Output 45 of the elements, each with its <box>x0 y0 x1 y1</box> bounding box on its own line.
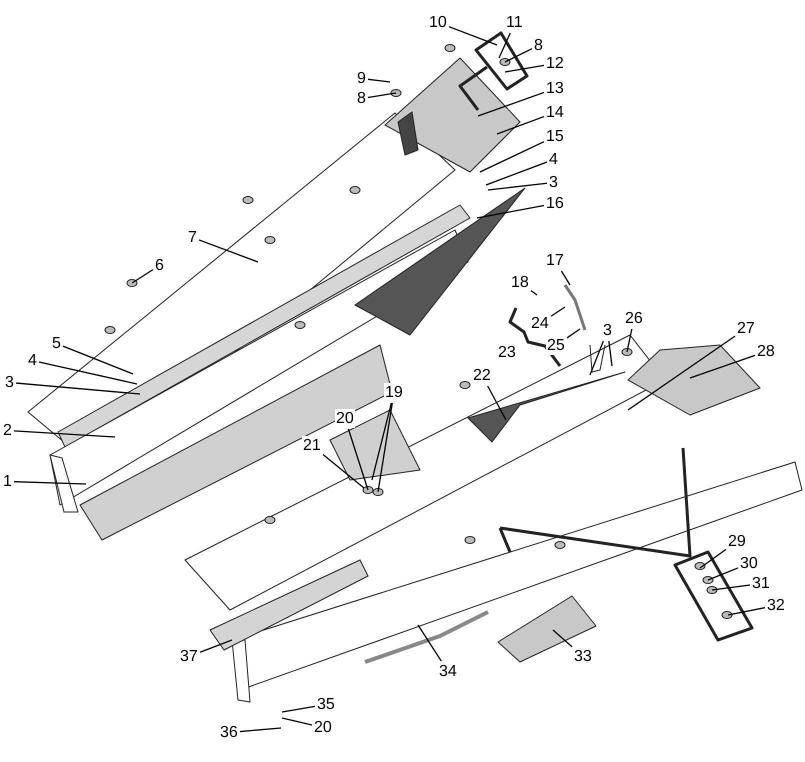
leader-line <box>566 328 580 338</box>
leader-line <box>480 141 544 173</box>
leader-line <box>200 639 232 653</box>
leader-line <box>132 269 154 284</box>
leader-line <box>62 345 134 375</box>
leader-line <box>371 402 392 480</box>
leader-line <box>348 428 369 490</box>
leader-line <box>552 630 572 648</box>
leader-line <box>560 270 571 286</box>
callout-number: 20 <box>335 409 355 428</box>
leader-line <box>198 239 258 263</box>
callout-number: 25 <box>546 336 566 355</box>
leader-line <box>690 354 756 379</box>
leader-line <box>728 607 766 616</box>
leader-line <box>368 92 396 98</box>
leader-line <box>712 584 750 591</box>
leader-line <box>504 48 532 63</box>
leader-line <box>488 182 548 191</box>
leader-line <box>486 161 548 186</box>
leader-line <box>550 306 566 317</box>
leader-line <box>38 361 138 385</box>
leader-line <box>14 481 86 485</box>
leader-line <box>282 706 316 713</box>
leader-line <box>628 336 736 411</box>
leader-line <box>417 624 442 662</box>
leader-line <box>504 64 544 73</box>
leader-line <box>496 116 544 135</box>
leader-line <box>322 454 364 488</box>
leader-line <box>498 32 511 58</box>
leader-line <box>700 548 726 569</box>
leader-line <box>487 386 507 420</box>
leader-line <box>589 340 604 376</box>
leader-line <box>16 382 140 395</box>
leader-line <box>448 26 498 46</box>
leader-line <box>377 402 393 492</box>
leader-line <box>708 567 738 581</box>
leader-line <box>476 204 544 219</box>
leader-line <box>14 430 116 438</box>
leader-line <box>368 78 390 83</box>
leader-line <box>282 717 312 726</box>
leader-line <box>626 328 632 352</box>
leader-line <box>608 340 613 366</box>
leader-line <box>478 92 544 117</box>
leader-line <box>530 290 538 296</box>
leader-line <box>240 727 282 732</box>
